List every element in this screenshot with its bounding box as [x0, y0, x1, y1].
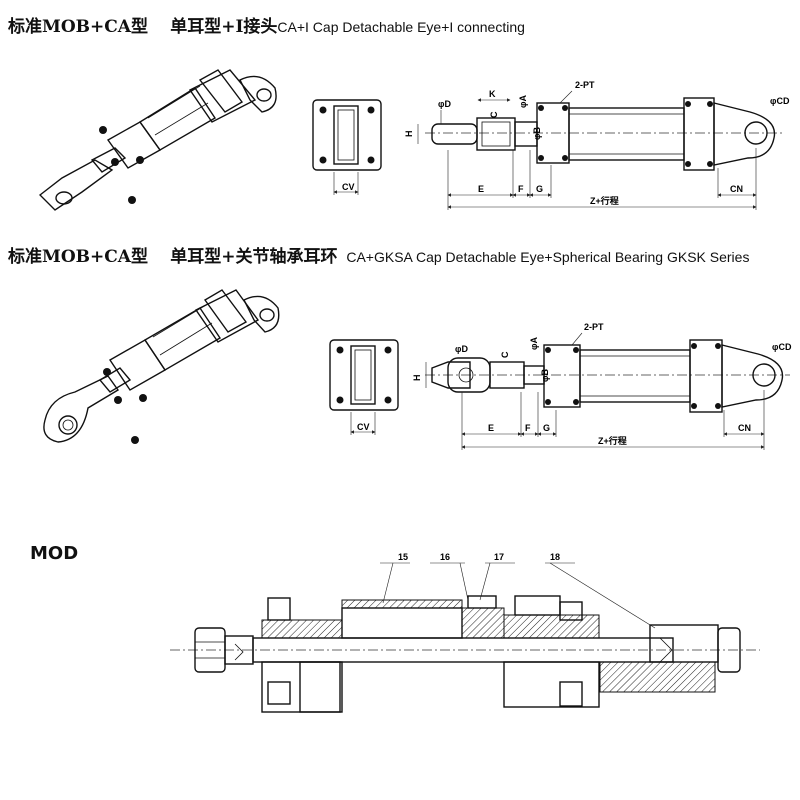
section2-heading: 标准MOB+CA型 单耳型+关节轴承耳环 CA+GKSA Cap Detacha… — [8, 242, 749, 267]
section1-end-view: CV — [312, 99, 382, 195]
s2-d-label: φD — [455, 344, 468, 354]
s1-k-label: K — [489, 89, 496, 99]
s2-c-label: C — [500, 351, 510, 358]
s1-z-label: Z+行程 — [590, 195, 619, 206]
s2-h-label: H — [412, 375, 422, 382]
s2-pt-label: 2-PT — [584, 322, 604, 332]
s1-cn-label: CN — [730, 184, 743, 194]
s2-f-label: F — [525, 423, 531, 433]
s1-cv-label: CV — [342, 182, 355, 192]
s1-cd-label: φCD — [770, 96, 790, 106]
section2-title: 标准MOB+CA型 — [8, 247, 148, 267]
section2-side-view: φD C φA φB 2-PT φCD H E F G CN Z+行程 — [412, 322, 792, 450]
section2-end-view: CV — [329, 339, 399, 435]
section1-subtitle-en: CA+I Cap Detachable Eye+I connecting — [277, 19, 525, 35]
section1-side-view: φD K C φA φB 2-PT φCD H E F G CN Z+行程 — [404, 80, 790, 210]
mod-section-drawing: 15 16 17 18 — [170, 552, 760, 713]
part-17-label: 17 — [494, 552, 504, 562]
mod-title: MOD — [30, 543, 79, 564]
section2-isometric-cylinder — [43, 289, 280, 444]
s1-a-label: φA — [518, 95, 528, 108]
s1-g-label: G — [536, 184, 543, 194]
part-18-label: 18 — [550, 552, 560, 562]
section2-subtitle-cn: 单耳型+关节轴承耳环 — [170, 247, 338, 267]
s2-cv-label: CV — [357, 422, 370, 432]
part-16-label: 16 — [440, 552, 450, 562]
section1-isometric-cylinder — [38, 69, 277, 211]
s1-d-label: φD — [438, 99, 451, 109]
s2-cd-label: φCD — [772, 342, 792, 352]
s2-cn-label: CN — [738, 423, 751, 433]
s1-c-label: C — [489, 111, 499, 118]
s2-e-label: E — [488, 423, 494, 433]
s2-b-label: φB — [540, 369, 550, 382]
section1-heading: 标准MOB+CA型 单耳型+I接头CA+I Cap Detachable Eye… — [8, 12, 525, 37]
s2-a-label: φA — [529, 337, 539, 350]
section1-title: 标准MOB+CA型 — [8, 17, 148, 37]
s1-b-label: φB — [532, 127, 542, 140]
s1-pt-label: 2-PT — [575, 80, 595, 90]
section2-subtitle-en: CA+GKSA Cap Detachable Eye+Spherical Bea… — [346, 249, 750, 265]
section1-subtitle-cn: 单耳型+I接头 — [170, 17, 278, 37]
part-15-label: 15 — [398, 552, 408, 562]
s2-g-label: G — [543, 423, 550, 433]
s1-h-label: H — [404, 131, 414, 138]
s1-f-label: F — [518, 184, 524, 194]
s1-e-label: E — [478, 184, 484, 194]
s2-z-label: Z+行程 — [598, 435, 627, 446]
